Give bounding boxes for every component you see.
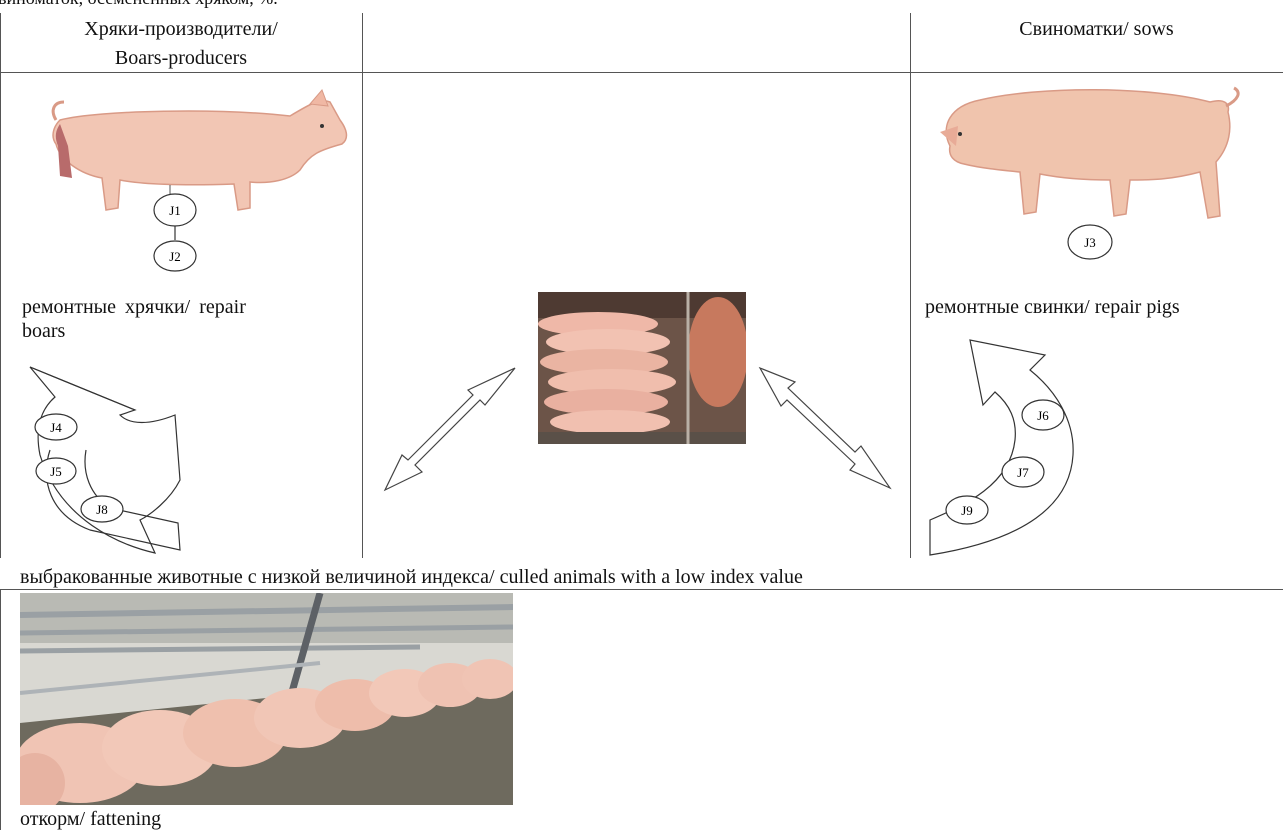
top-caption: виноматок, осемененных хряком, %. [0,0,278,10]
arrow-to-boars [380,360,520,500]
table-border-left-bottom [0,589,1,830]
culled-row-rule [0,589,1283,590]
table-border-left [0,13,1,558]
sow-genotype: J3 [1060,222,1120,267]
node-j4-label: J4 [50,420,62,435]
header-sows: Свиноматки/ sows [910,17,1283,41]
boar-culling-arrow: J4 J5 J8 [20,355,220,560]
fattening-photo [20,593,513,805]
header-boars-line2: Boars-producers [0,46,362,70]
node-j8-label: J8 [96,502,108,517]
repair-boars-label-line1: ремонтные хрячки/ repair [22,295,362,319]
repair-pigs-label: ремонтные свинки/ repair pigs [925,295,1180,319]
node-j3-label: J3 [1084,235,1096,250]
sow-culling-arrow: J6 J7 J9 [925,330,1115,560]
node-j6-label: J6 [1037,408,1049,423]
header-row-rule [0,72,1283,73]
node-j7-label: J7 [1017,465,1029,480]
repair-boars-label-line2: boars [22,319,65,343]
table-divider-2 [910,13,911,558]
arrow-to-sows [755,360,895,495]
node-j9-label: J9 [961,503,973,518]
fattening-label: откорм/ fattening [20,807,161,831]
header-boars-line1: Хряки-производители/ [0,17,362,41]
piglets-photo [538,292,746,444]
node-j2-label: J2 [169,249,181,264]
node-j1-label: J1 [169,203,181,218]
boar-genotype-chain: J1 J2 [140,190,210,275]
culled-animals-label: выбракованные животные с низкой величино… [20,565,803,589]
node-j5-label: J5 [50,464,62,479]
